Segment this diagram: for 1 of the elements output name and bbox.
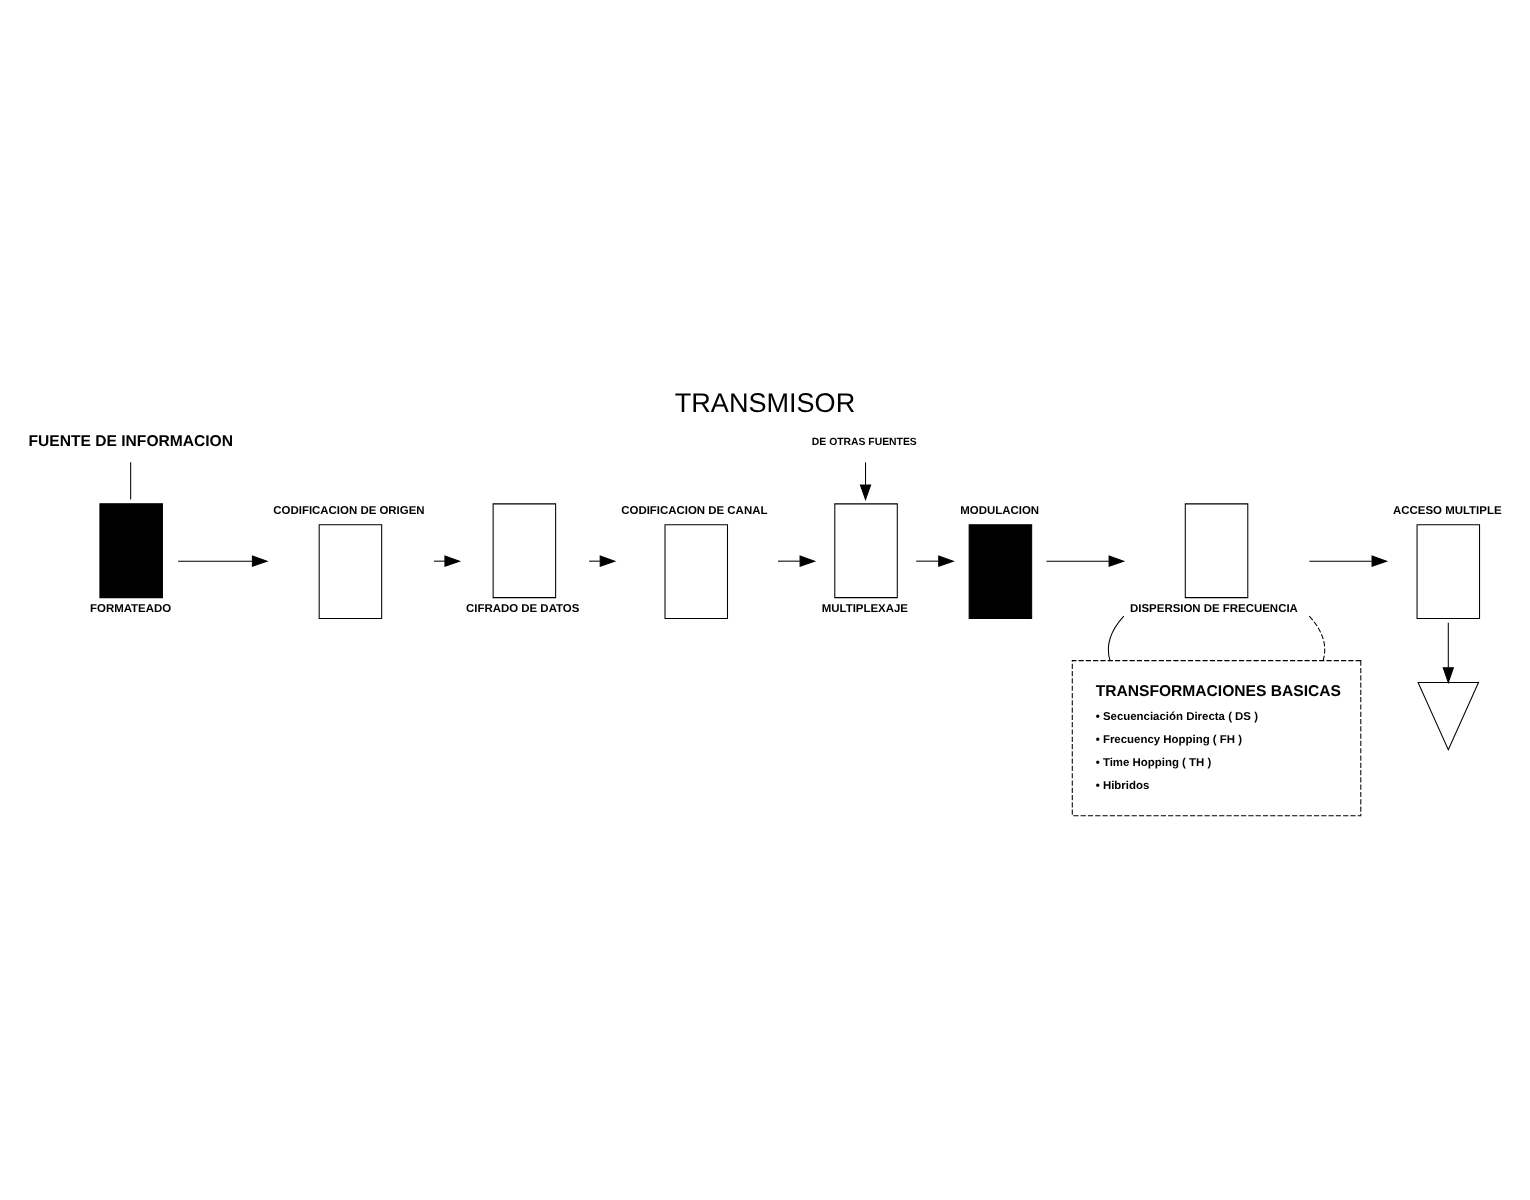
- diagram-title: TRANSMISOR: [674, 387, 856, 417]
